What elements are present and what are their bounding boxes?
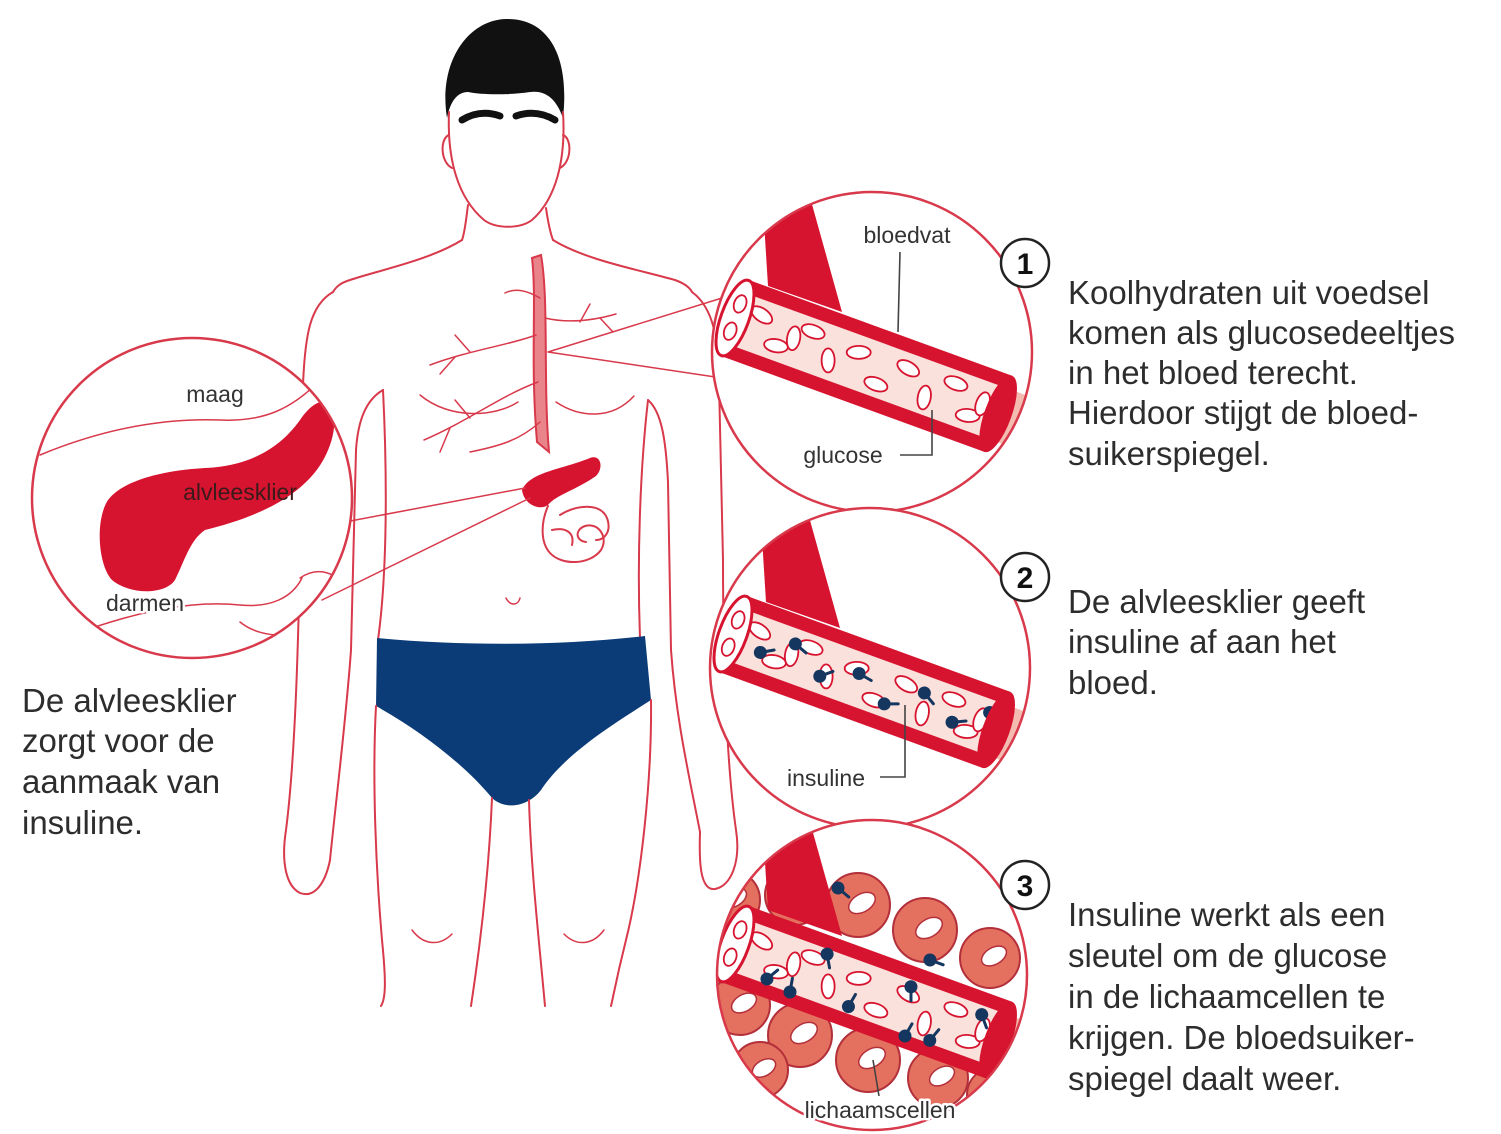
intestines-label: darmen <box>106 590 184 616</box>
step-2-line: bloed. <box>1068 664 1158 701</box>
caption-line: aanmaak van <box>22 763 220 800</box>
left-leg-inner <box>471 798 492 1006</box>
caption-line: zorgt voor de <box>22 722 215 759</box>
briefs <box>376 636 651 805</box>
step-3-line: sleutel om de glucose <box>1068 937 1387 974</box>
glucose-particle <box>822 974 835 998</box>
neck-left <box>462 205 468 240</box>
navel <box>506 598 520 604</box>
insulin-label: insuline <box>787 765 865 791</box>
step-2-line: De alvleesklier geeft <box>1068 583 1365 620</box>
body-cell <box>732 1042 788 1098</box>
neck-right <box>546 208 553 240</box>
right-knee <box>564 930 604 943</box>
body-cell <box>960 928 1020 988</box>
insulin-stem <box>1025 744 1038 749</box>
glucose-particle <box>847 346 871 359</box>
torso-right <box>639 400 648 638</box>
vessel-branch <box>545 304 616 332</box>
right-leg-inner <box>529 800 545 1006</box>
body-cell <box>893 898 957 962</box>
step-3-line: krijgen. De bloedsuiker- <box>1068 1019 1415 1056</box>
left-leg-outer <box>374 706 384 1006</box>
left-knee <box>412 930 452 943</box>
hair <box>445 19 564 118</box>
right-leg-outer <box>611 700 651 1006</box>
cells-label: lichaamscellen <box>805 1097 956 1123</box>
pancreas-caption: De alvleesklier zorgt voor de aanmaak va… <box>22 682 246 841</box>
vessel-branch <box>440 400 470 452</box>
left-shoulder <box>333 240 462 292</box>
step-1-line: in het bloed terecht. <box>1068 354 1358 391</box>
step-1-line: Hierdoor stijgt de bloed- <box>1068 394 1418 431</box>
pancreas-detail-circle: maag alvleesklier darmen <box>32 338 352 658</box>
step-3-line: spiegel daalt weer. <box>1068 1060 1341 1097</box>
right-shoulder <box>553 240 692 292</box>
body-cell <box>967 1067 1023 1123</box>
glucose-particle <box>847 972 871 985</box>
body-intestines <box>543 506 609 562</box>
glucose-label: glucose <box>803 442 882 468</box>
vessel-label: bloedvat <box>864 222 952 248</box>
insulin-molecule <box>1016 736 1040 755</box>
step-2-line: insuline af aan het <box>1068 623 1336 660</box>
step-1-number: 1 <box>1017 248 1034 281</box>
cell-nucleus <box>984 1080 1014 1106</box>
pancreas-label: alvleesklier <box>183 479 297 505</box>
insulin-head <box>904 980 917 993</box>
callout-line-vessel <box>548 298 722 378</box>
step-3-line: in de lichaamcellen te <box>1068 978 1385 1015</box>
body-pancreas <box>522 457 601 507</box>
right-eyebrow <box>516 113 555 120</box>
caption-line: insuline. <box>22 804 143 841</box>
step-3-number: 3 <box>1017 870 1034 903</box>
step-1-line: Koolhydraten uit voedsel <box>1068 274 1429 311</box>
stomach-label: maag <box>186 381 244 407</box>
vessel-branch <box>470 422 540 452</box>
left-eyebrow <box>462 113 500 120</box>
insulin-head <box>878 697 891 710</box>
step-1-line: suikerspiegel. <box>1068 435 1270 472</box>
step-3-text: Insuline werkt als een sleutel om de glu… <box>1068 896 1424 1097</box>
chest-right <box>556 396 634 414</box>
step-1-text: Koolhydraten uit voedsel komen als gluco… <box>1068 274 1464 472</box>
right-arm-inner <box>648 400 700 832</box>
cell-body <box>967 1067 1023 1123</box>
caption-line: De alvleesklier <box>22 682 237 719</box>
step-1-line: komen als glucosedeeltjes <box>1068 314 1455 351</box>
step-2-text: De alvleesklier geeft insuline af aan he… <box>1068 583 1374 701</box>
vessel-branch <box>424 382 538 440</box>
vessel-branch <box>430 335 536 365</box>
step-3-line: Insuline werkt als een <box>1068 896 1385 933</box>
step-2-number: 2 <box>1017 562 1034 595</box>
glucose-particle <box>822 348 835 372</box>
insulin-head <box>1016 736 1033 753</box>
